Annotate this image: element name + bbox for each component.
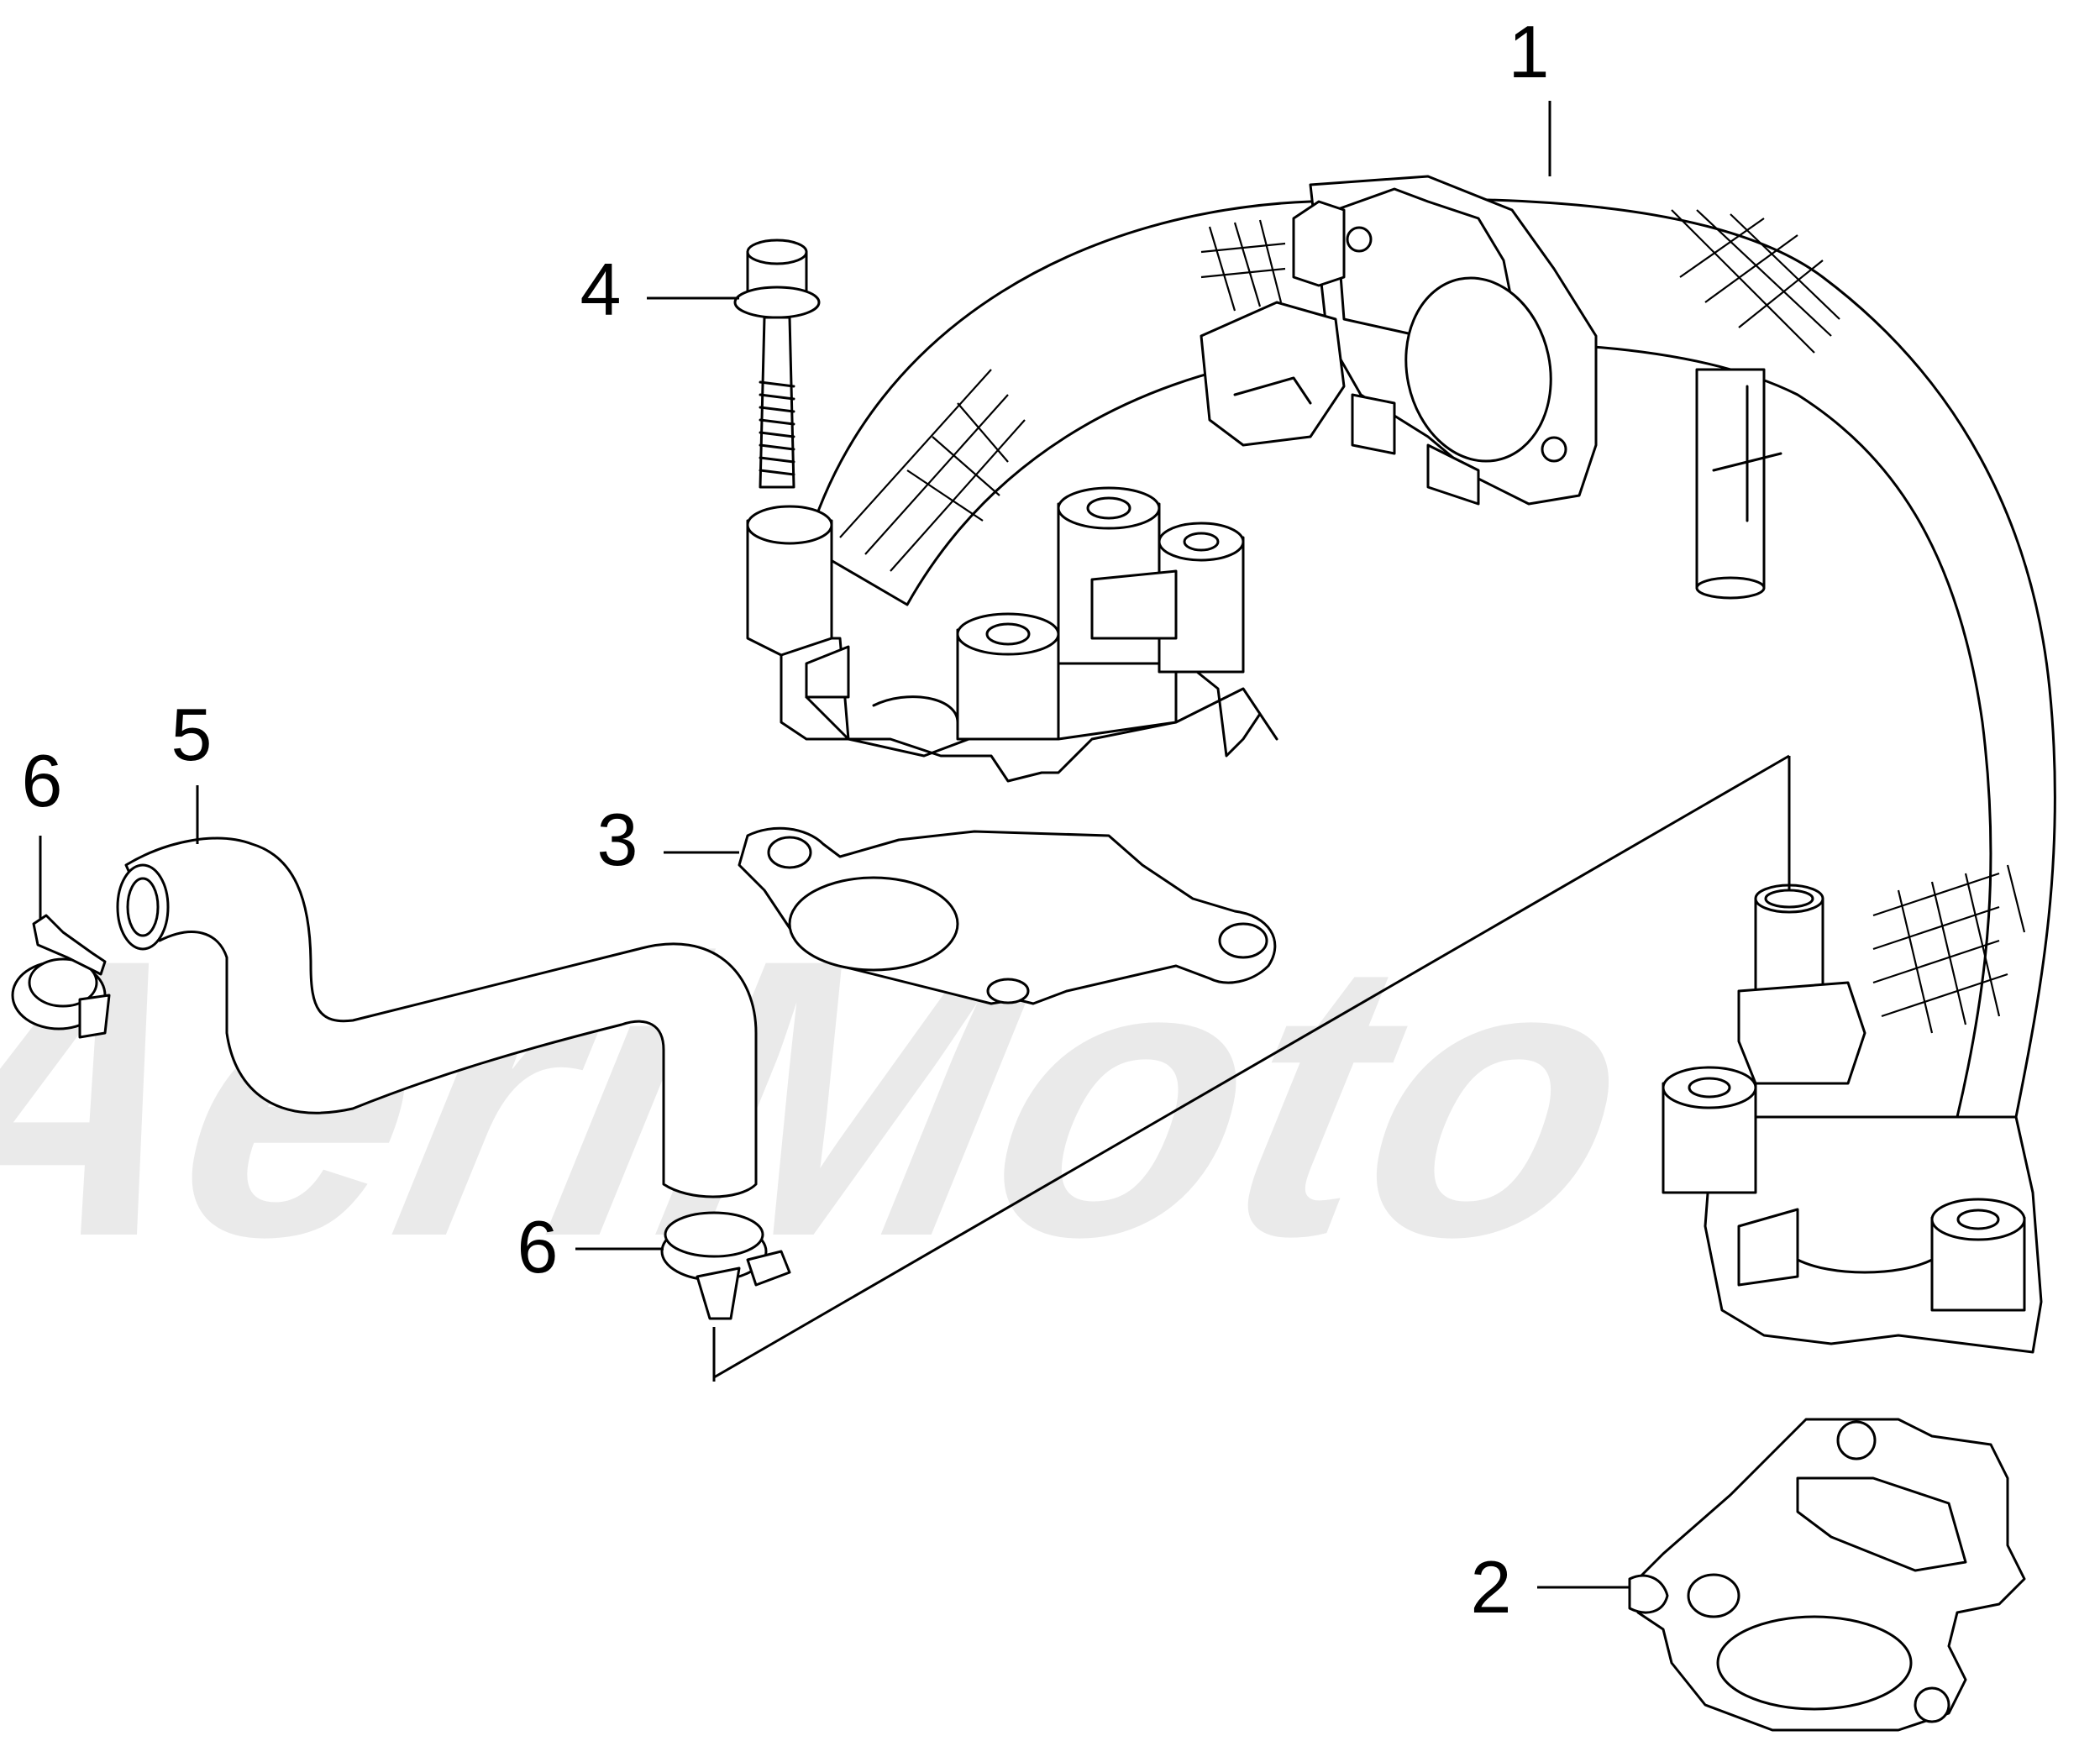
mesh-top (1200, 219, 1286, 312)
callout-label: 4 (580, 248, 622, 331)
part-1-manifold (746, 175, 2056, 1354)
mesh-right-lower (1872, 864, 2026, 1034)
part-4-bolt (733, 239, 821, 489)
callout-5: 5 (171, 693, 213, 844)
mesh-left (839, 369, 1026, 572)
callout-label: 5 (171, 693, 213, 776)
mesh-right-upper (1671, 209, 1840, 354)
part-6-clamp-right (660, 1211, 791, 1320)
part-3-gasket-upper (738, 826, 1277, 1005)
assembly-line (712, 754, 1791, 1382)
callout-label: 2 (1471, 1545, 1512, 1628)
callout-6a: 6 (22, 739, 63, 920)
callout-2: 2 (1471, 1545, 1630, 1628)
callout-6b: 6 (517, 1205, 664, 1288)
callout-3: 3 (597, 798, 739, 881)
callout-1: 1 (1509, 10, 1551, 176)
part-5-hose (116, 836, 758, 1198)
callout-label: 6 (517, 1205, 559, 1288)
part-2-gasket-lower (1628, 1418, 2026, 1732)
bolt-thread (759, 380, 795, 476)
callout-label: 1 (1509, 10, 1550, 93)
callout-label: 6 (22, 739, 63, 822)
part-6-clamp-left (11, 914, 111, 1039)
callout-4: 4 (580, 248, 739, 331)
callout-label: 3 (597, 798, 638, 881)
